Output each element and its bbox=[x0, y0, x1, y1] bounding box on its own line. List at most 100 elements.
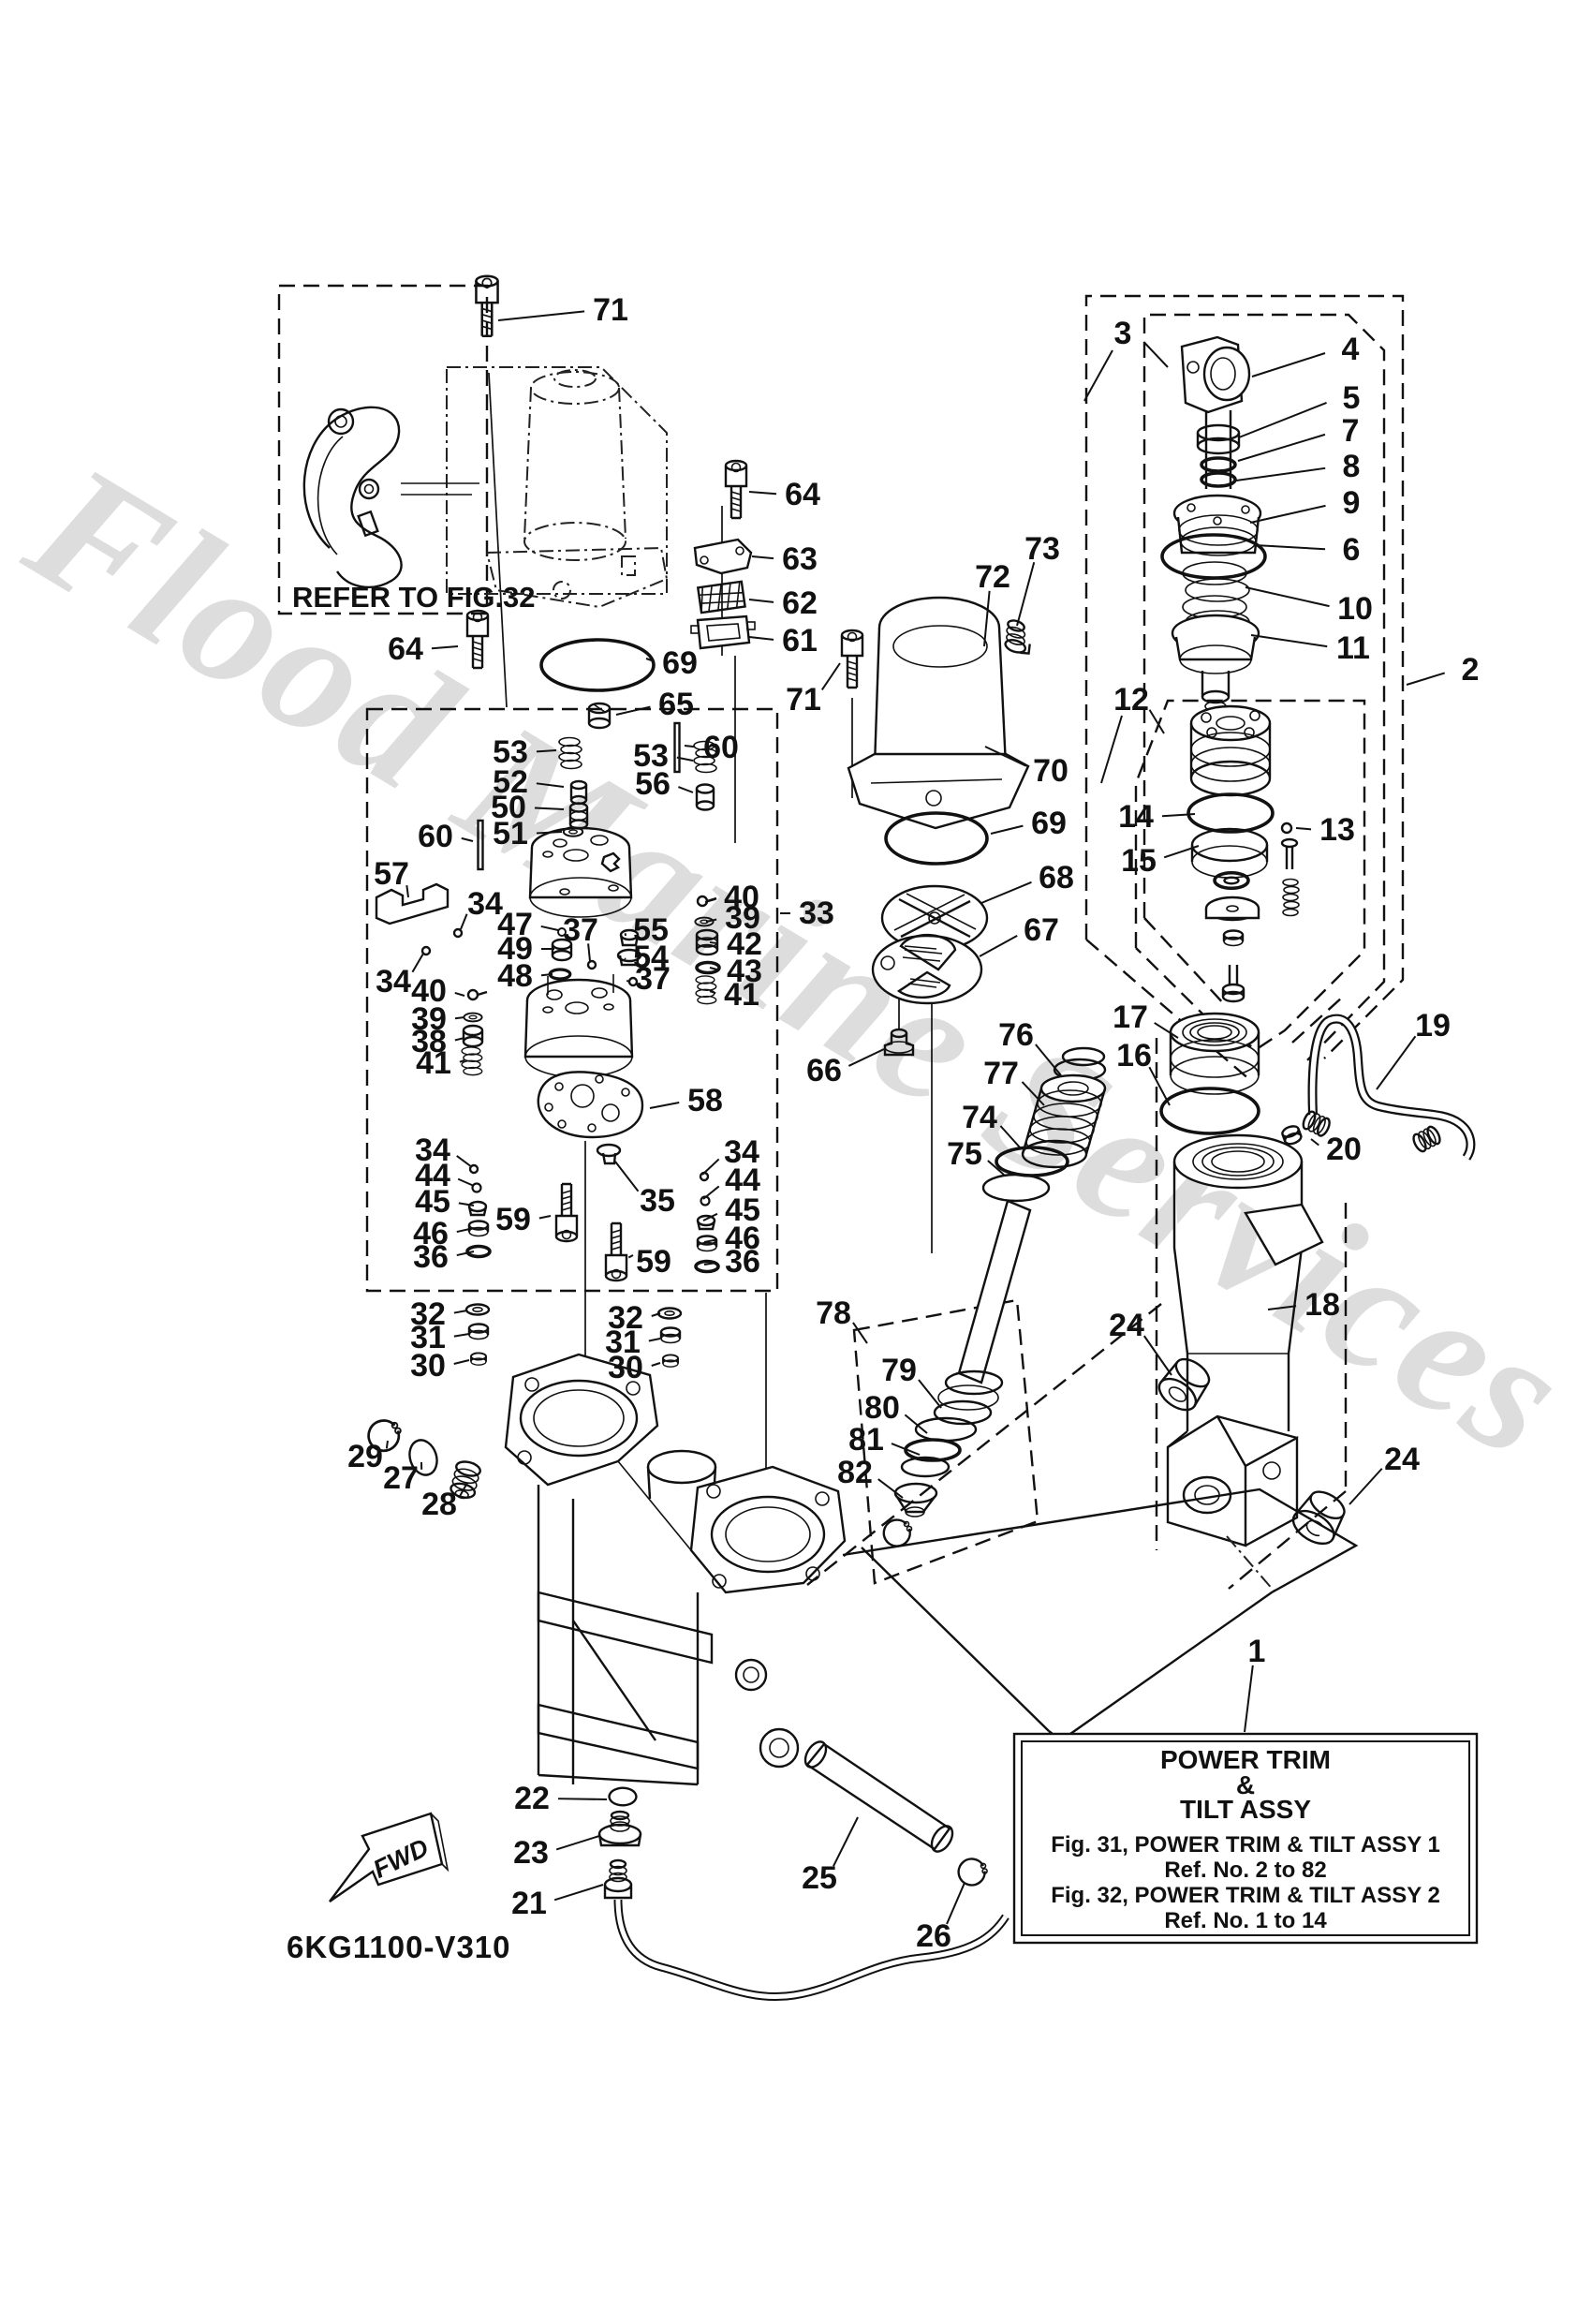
leader-68 bbox=[980, 881, 1032, 904]
callout-51: 51 bbox=[493, 816, 528, 851]
screen-62 bbox=[696, 580, 746, 614]
callout-15: 15 bbox=[1121, 843, 1157, 879]
leader-53 bbox=[676, 756, 694, 762]
leader-79 bbox=[918, 1379, 942, 1409]
callout-76: 76 bbox=[998, 1017, 1034, 1053]
screw-40-left bbox=[466, 988, 488, 1001]
callout-33: 33 bbox=[799, 896, 834, 931]
callout-24: 24 bbox=[1109, 1308, 1144, 1343]
callout-12: 12 bbox=[1113, 682, 1149, 718]
callout-39: 39 bbox=[725, 900, 760, 936]
callout-36: 36 bbox=[413, 1239, 449, 1275]
leader-46 bbox=[456, 1227, 475, 1234]
callout-71: 71 bbox=[786, 682, 821, 718]
callout-2: 2 bbox=[1462, 652, 1480, 688]
leader-45 bbox=[458, 1202, 475, 1206]
callout-31: 31 bbox=[605, 1325, 641, 1360]
ball-13 bbox=[1280, 822, 1293, 835]
trim-rod-78 bbox=[933, 1199, 1032, 1426]
trim-pipe-21 bbox=[613, 1899, 1010, 2002]
washer-32-left bbox=[464, 1303, 491, 1316]
callout-38: 38 bbox=[411, 1024, 447, 1059]
info-title-3: TILT ASSY bbox=[1180, 1795, 1311, 1824]
leader-71 bbox=[820, 662, 841, 690]
bolt-71-center bbox=[840, 629, 864, 689]
callout-25: 25 bbox=[802, 1860, 837, 1896]
leader-47 bbox=[540, 925, 559, 931]
disc-12b bbox=[1204, 896, 1260, 922]
leader-62 bbox=[748, 599, 774, 603]
callout-35: 35 bbox=[640, 1183, 675, 1219]
callout-34: 34 bbox=[724, 1134, 759, 1170]
leader-34 bbox=[701, 1158, 720, 1176]
callout-6: 6 bbox=[1343, 532, 1361, 568]
valve-49 bbox=[551, 938, 573, 962]
leader-38 bbox=[454, 1037, 465, 1042]
leader-41 bbox=[709, 990, 716, 995]
motor-ref-outline bbox=[446, 366, 668, 595]
leader-20 bbox=[1310, 1138, 1319, 1147]
callout-67: 67 bbox=[1024, 912, 1059, 948]
leader-28 bbox=[459, 1482, 468, 1497]
info-ref-2: Ref. No. 1 to 14 bbox=[1164, 1908, 1327, 1933]
callout-39: 39 bbox=[411, 1001, 447, 1037]
callout-46: 46 bbox=[413, 1216, 449, 1251]
leader-60 bbox=[461, 836, 474, 842]
leader-2 bbox=[1406, 672, 1446, 686]
callout-59: 59 bbox=[495, 1202, 531, 1237]
oring-48 bbox=[548, 968, 572, 981]
leader-34 bbox=[460, 913, 468, 930]
callout-5: 5 bbox=[1343, 380, 1361, 416]
leader-65 bbox=[615, 705, 651, 716]
leader-10 bbox=[1245, 586, 1330, 608]
leader-74 bbox=[999, 1125, 1022, 1149]
callout-47: 47 bbox=[497, 907, 533, 942]
callout-41: 41 bbox=[724, 977, 759, 1013]
callout-52: 52 bbox=[493, 764, 528, 800]
callout-46: 46 bbox=[725, 1221, 760, 1256]
leader-36 bbox=[456, 1251, 475, 1257]
plug-23 bbox=[597, 1810, 642, 1847]
leader-30 bbox=[453, 1359, 470, 1365]
fwd-arrow: FWD bbox=[329, 1812, 450, 1902]
ring-14 bbox=[1186, 792, 1275, 834]
callout-36: 36 bbox=[725, 1244, 760, 1280]
pin-60-right bbox=[673, 721, 681, 774]
drawing-code: 6KG1100-V310 bbox=[287, 1930, 511, 1964]
callout-40: 40 bbox=[411, 973, 447, 1009]
callout-34: 34 bbox=[415, 1132, 450, 1168]
swivel-bracket bbox=[504, 1353, 847, 1786]
leader-40 bbox=[704, 897, 716, 903]
valve-56 bbox=[695, 783, 715, 811]
pump-body-lower bbox=[523, 974, 634, 1078]
leader-52 bbox=[536, 782, 565, 788]
callout-44: 44 bbox=[415, 1158, 450, 1193]
callout-68: 68 bbox=[1039, 860, 1074, 896]
leader-31 bbox=[648, 1338, 661, 1342]
plate-68 bbox=[880, 884, 989, 952]
callout-43: 43 bbox=[727, 954, 762, 989]
callout-45: 45 bbox=[415, 1184, 450, 1220]
callout-19: 19 bbox=[1415, 1008, 1451, 1044]
bolt-59-left bbox=[554, 1182, 579, 1243]
leader-39 bbox=[454, 1016, 465, 1020]
oring-69-right bbox=[884, 811, 989, 866]
leader-5 bbox=[1238, 402, 1327, 438]
seat-45-left bbox=[467, 1200, 488, 1217]
seat-45-right bbox=[696, 1214, 716, 1231]
leader-67 bbox=[979, 934, 1018, 957]
leader-63 bbox=[751, 555, 774, 560]
leader-81 bbox=[891, 1443, 921, 1456]
joint-65 bbox=[587, 702, 612, 730]
callout-74: 74 bbox=[962, 1100, 997, 1135]
leader-36 bbox=[703, 1262, 717, 1266]
info-fig-2: Fig. 32, POWER TRIM & TILT ASSY 2 bbox=[1051, 1883, 1440, 1908]
leader-24 bbox=[1349, 1468, 1383, 1505]
callout-18: 18 bbox=[1304, 1287, 1340, 1323]
callout-80: 80 bbox=[864, 1390, 900, 1426]
spring-13c bbox=[1282, 878, 1300, 917]
leader-25 bbox=[833, 1816, 859, 1867]
callout-11: 11 bbox=[1336, 630, 1370, 666]
